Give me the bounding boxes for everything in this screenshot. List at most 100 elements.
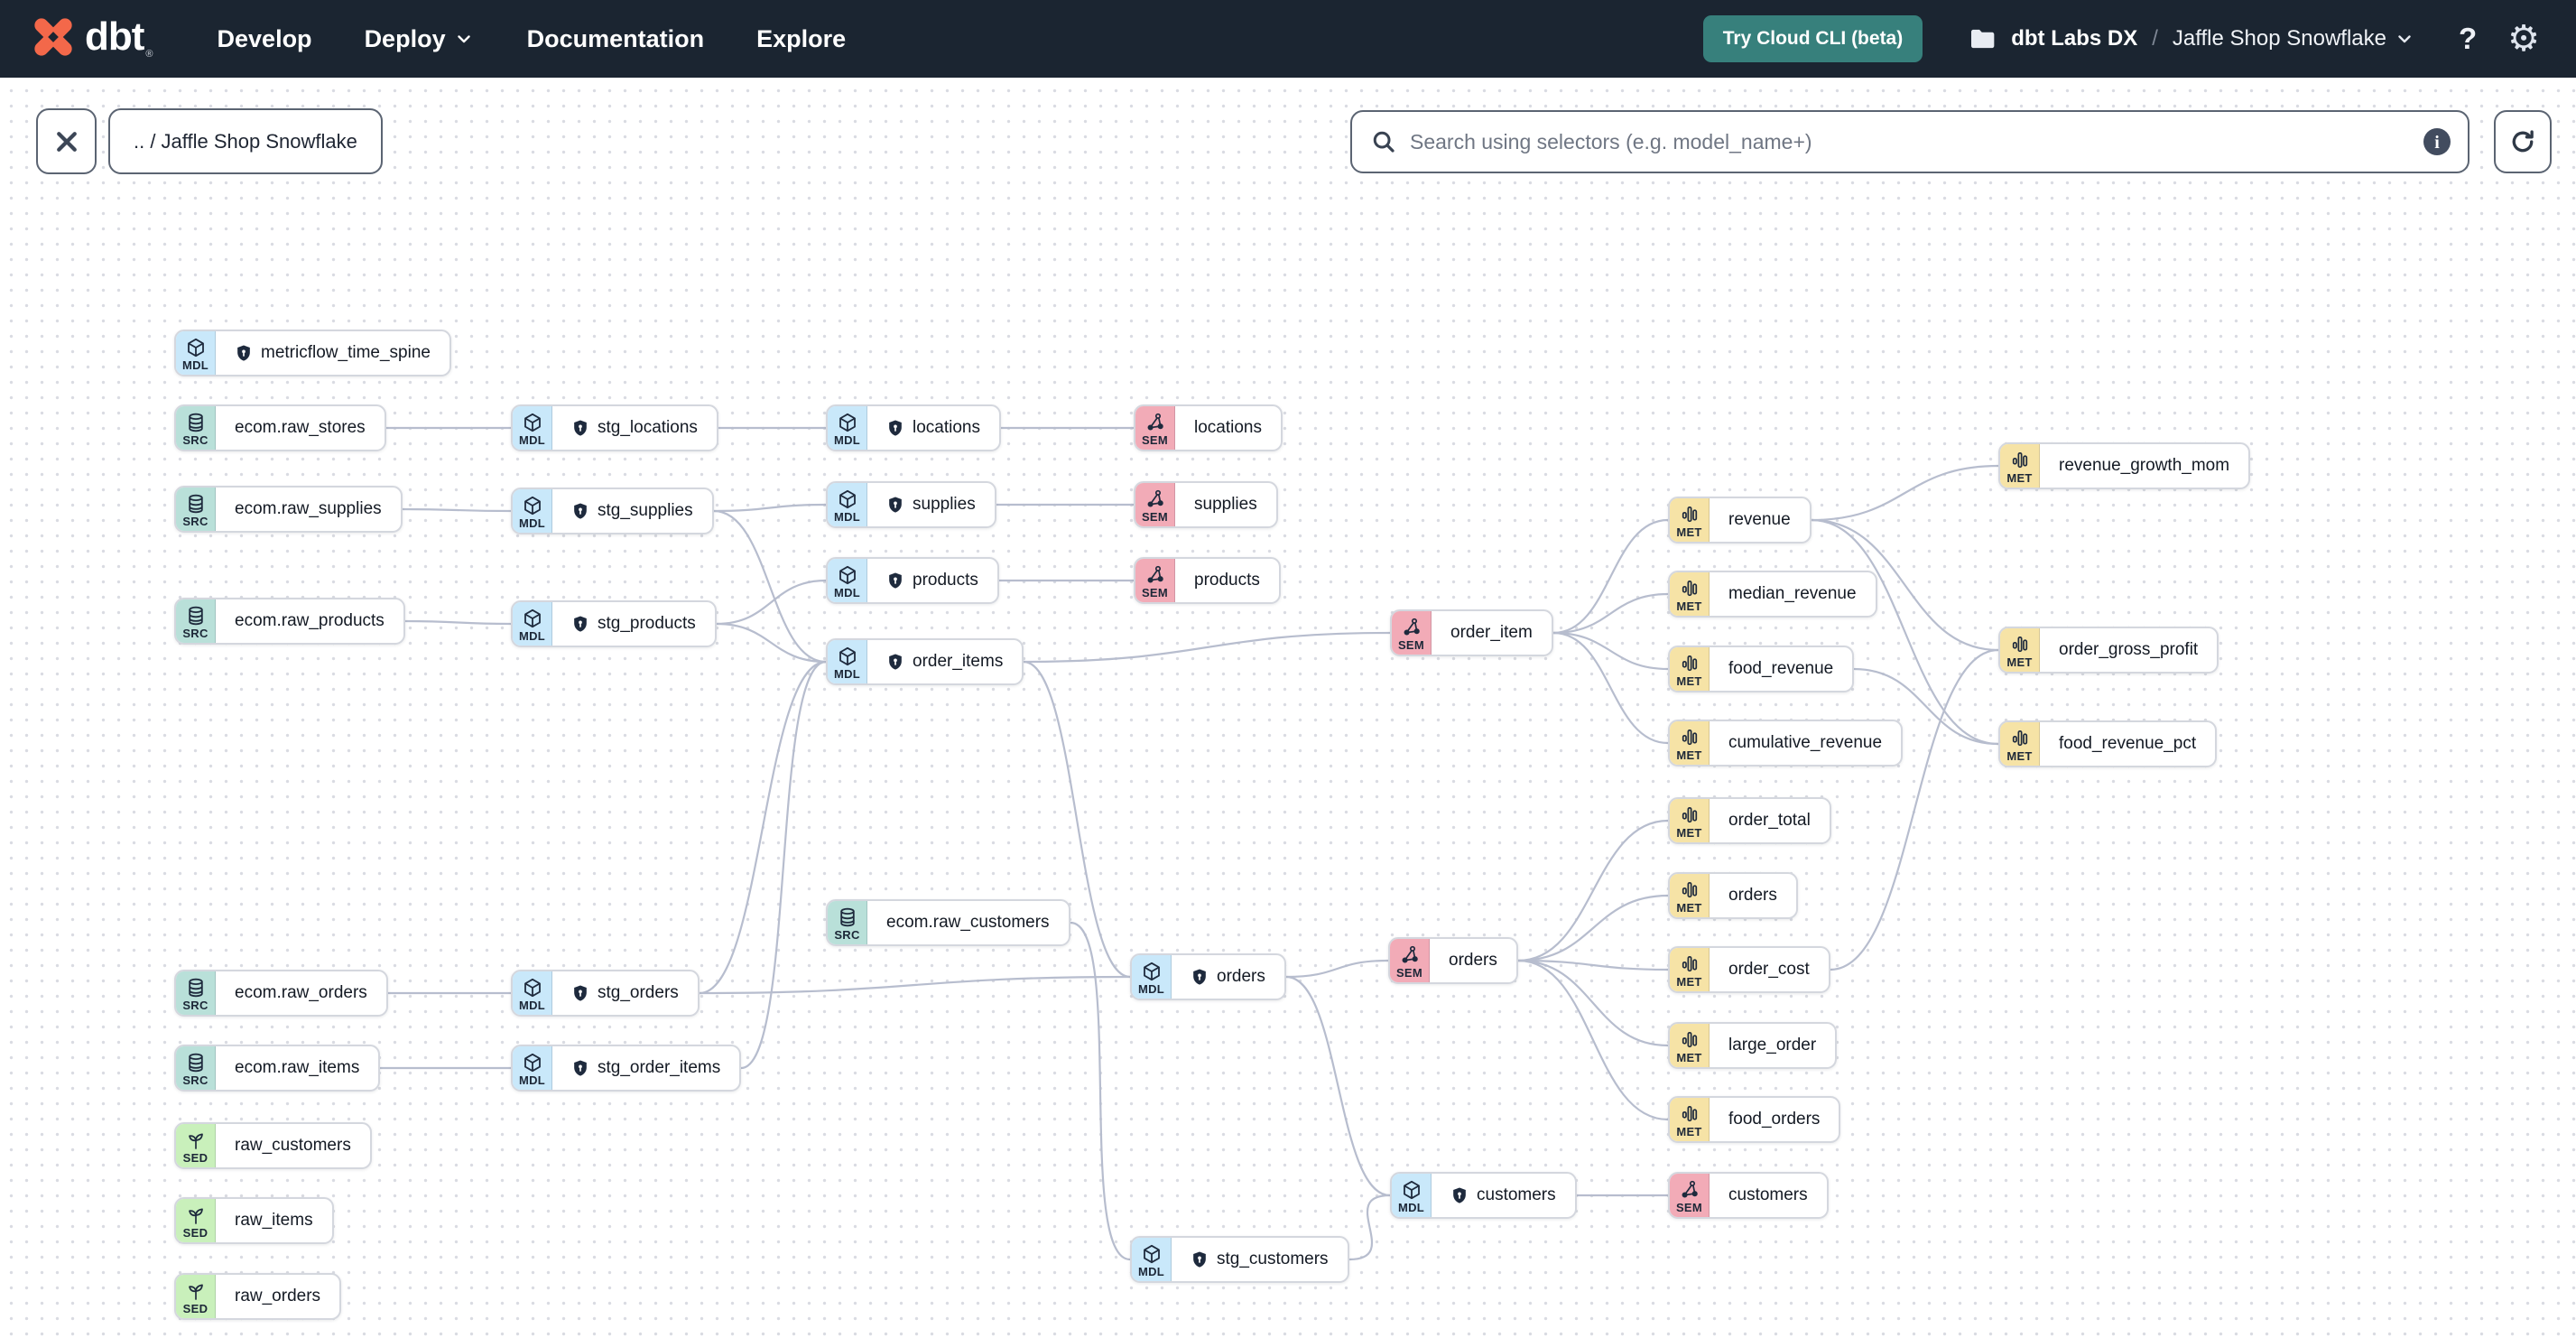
gear-icon[interactable]: ⚙ xyxy=(2507,19,2540,59)
node-sem_orders[interactable]: SEM orders xyxy=(1388,937,1518,984)
node-label: order_gross_profit xyxy=(2059,640,2199,659)
node-label: stg_locations xyxy=(598,418,698,437)
folder-icon xyxy=(1971,29,1995,49)
sprout-icon: SED xyxy=(176,1124,216,1167)
help-icon[interactable]: ? xyxy=(2458,22,2478,55)
edge xyxy=(1285,975,1391,1197)
shield-icon xyxy=(1191,968,1209,986)
shield-icon xyxy=(1450,1186,1469,1204)
bars-icon: MET xyxy=(1670,647,1710,691)
nav-explore[interactable]: Explore xyxy=(756,24,847,52)
shield-icon xyxy=(235,344,253,362)
cube-icon: MDL xyxy=(176,331,216,375)
bars-icon: MET xyxy=(1670,874,1710,917)
project-selector[interactable]: Jaffle Shop Snowflake xyxy=(2173,26,2415,51)
edge xyxy=(1517,819,1669,962)
cube-icon: MDL xyxy=(513,406,552,450)
database-icon: SRC xyxy=(176,488,216,531)
shield-icon xyxy=(886,496,904,514)
breadcrumb[interactable]: .. / Jaffle Shop Snowflake xyxy=(108,108,383,174)
shield-icon xyxy=(886,419,904,437)
refresh-icon xyxy=(2512,130,2534,153)
node-mdl_stg_locations[interactable]: MDL stg_locations xyxy=(511,404,718,451)
node-label: food_orders xyxy=(1728,1110,1821,1129)
cube-icon: MDL xyxy=(828,483,867,526)
account-name[interactable]: dbt Labs DX xyxy=(2011,26,2138,51)
edge xyxy=(1552,592,1669,635)
node-label: ecom.raw_orders xyxy=(235,983,367,1002)
node-src_ecom_raw_orders[interactable]: SRC ecom.raw_orders xyxy=(174,970,388,1017)
edge xyxy=(1811,518,1999,652)
info-icon[interactable]: i xyxy=(2423,127,2451,156)
nav-develop[interactable]: Develop xyxy=(217,24,312,52)
sprout-icon: SED xyxy=(176,1199,216,1242)
node-label: supplies xyxy=(913,495,976,514)
dbt-wordmark: dbt xyxy=(85,14,153,60)
cube-icon: MDL xyxy=(1132,1238,1172,1281)
node-label: large_order xyxy=(1728,1036,1817,1055)
top-navbar: dbt Develop Deploy Documentation Explore… xyxy=(0,0,2576,78)
node-label: orders xyxy=(1449,951,1497,970)
dbt-brand[interactable]: dbt xyxy=(31,14,153,64)
nav-deploy[interactable]: Deploy xyxy=(365,25,475,53)
node-label: ecom.raw_customers xyxy=(886,913,1050,932)
database-icon: SRC xyxy=(176,971,216,1015)
edge xyxy=(1811,464,1999,522)
node-label: stg_orders xyxy=(598,983,679,1002)
refresh-button[interactable] xyxy=(2494,110,2552,173)
node-mdl_supplies[interactable]: MDL supplies xyxy=(826,481,996,528)
edge xyxy=(699,660,827,995)
shield-icon xyxy=(571,984,589,1002)
try-cloud-cli-button[interactable]: Try Cloud CLI (beta) xyxy=(1702,15,1923,62)
search-input[interactable] xyxy=(1410,129,2410,154)
close-lineage-button[interactable] xyxy=(36,108,97,174)
close-icon xyxy=(56,131,77,152)
node-label: order_item xyxy=(1450,623,1533,642)
nav-documentation[interactable]: Documentation xyxy=(526,24,705,52)
node-label: locations xyxy=(913,418,980,437)
shield-icon xyxy=(886,571,904,590)
cube-icon: MDL xyxy=(513,602,552,646)
cube-icon: MDL xyxy=(513,489,552,533)
node-label: order_cost xyxy=(1728,960,1810,979)
share-icon: SEM xyxy=(1390,939,1430,982)
node-label: products xyxy=(1194,571,1260,590)
